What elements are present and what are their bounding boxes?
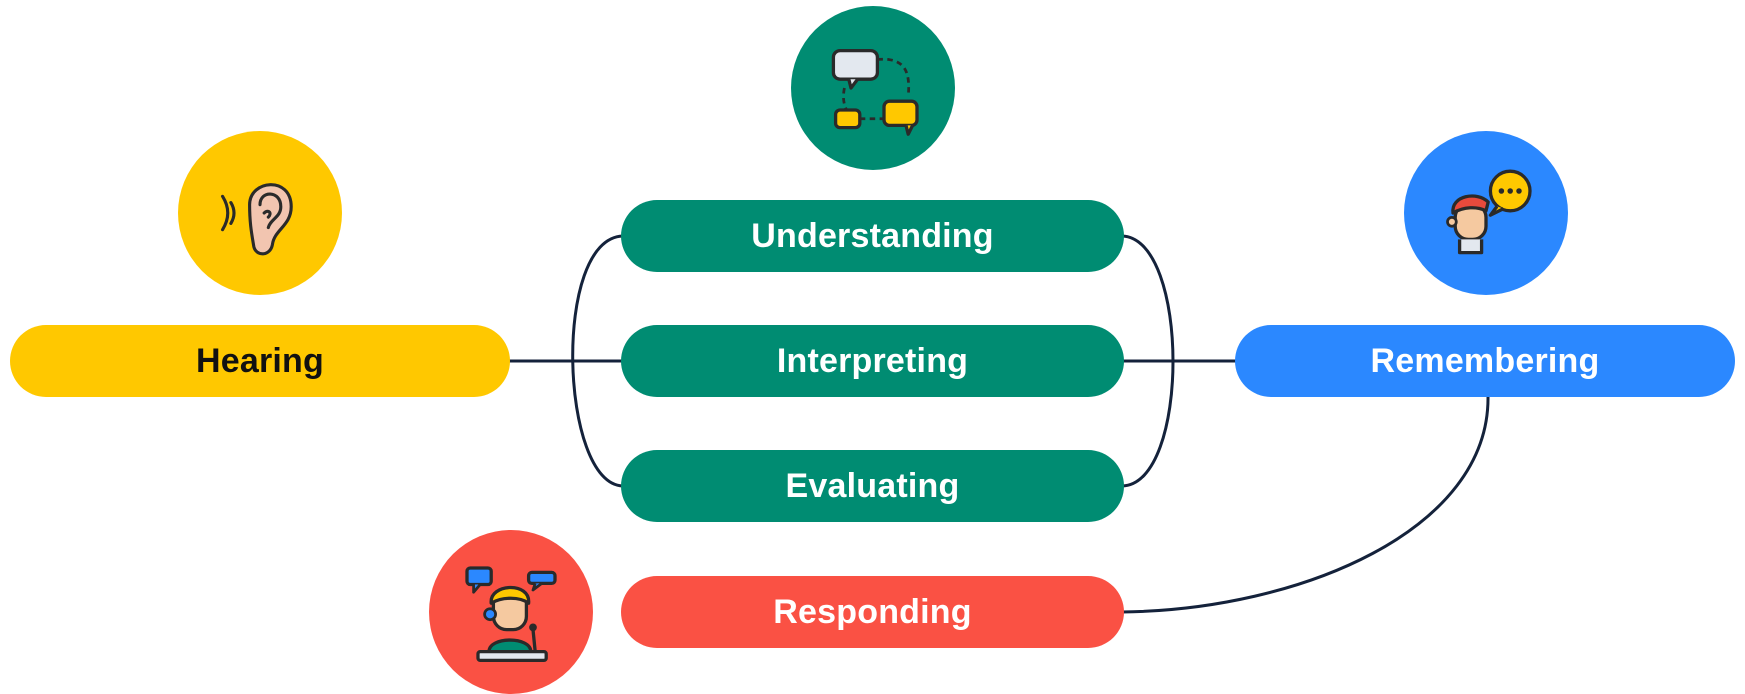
stage-hearing: Hearing — [10, 325, 510, 397]
chat-flow-icon — [831, 48, 919, 136]
connector-right-bracket — [1120, 234, 1175, 488]
stage-responding-label: Responding — [773, 592, 972, 631]
ear-icon — [221, 183, 293, 256]
stage-interpreting-label: Interpreting — [776, 341, 969, 380]
stage-evaluating-label: Evaluating — [785, 466, 960, 505]
connector-left-bracket — [571, 234, 625, 488]
stage-understanding: Understanding — [621, 200, 1124, 272]
stage-interpreting: Interpreting — [621, 325, 1124, 397]
stage-responding: Responding — [621, 576, 1124, 648]
stage-remembering: Remembering — [1235, 325, 1735, 397]
hearing-circle — [178, 131, 342, 295]
understanding-circle — [791, 6, 955, 170]
person-speech-icon — [1446, 169, 1532, 255]
stage-understanding-label: Understanding — [751, 216, 994, 255]
remembering-circle — [1404, 131, 1568, 295]
stage-evaluating: Evaluating — [621, 450, 1124, 522]
stage-hearing-label: Hearing — [196, 341, 324, 380]
connector-remembering-responding — [1120, 394, 1490, 614]
stage-remembering-label: Remembering — [1370, 341, 1600, 380]
responding-circle — [429, 530, 593, 694]
speaker-podium-icon — [465, 566, 557, 663]
